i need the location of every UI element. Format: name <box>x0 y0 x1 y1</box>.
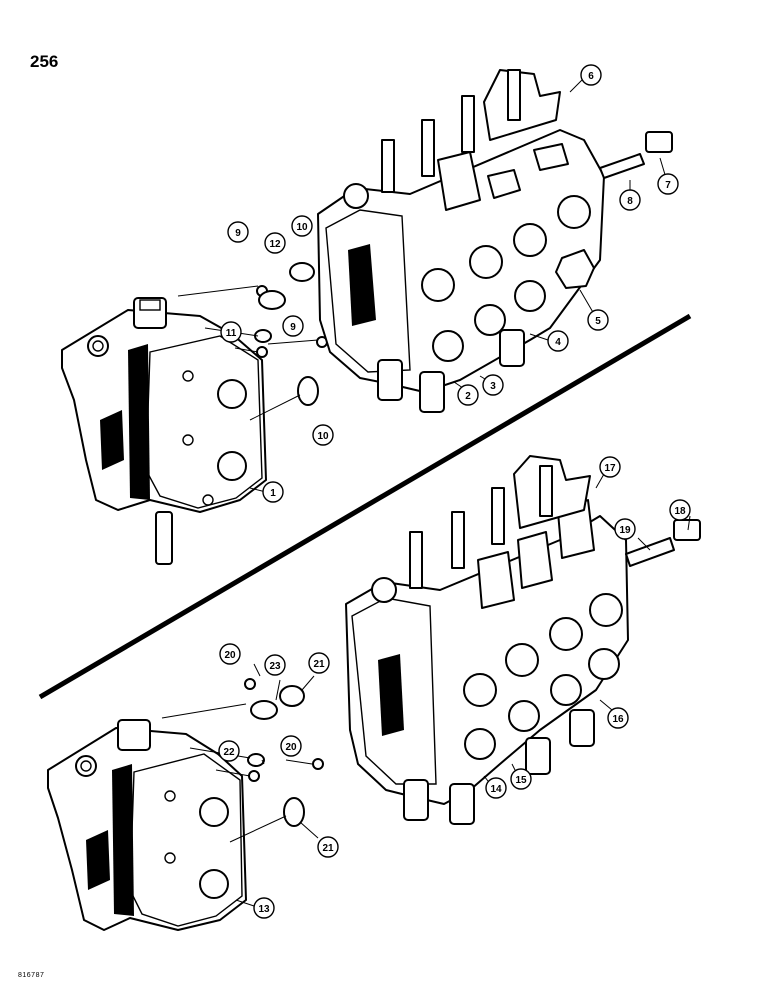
callout-9-top-label: 9 <box>235 228 241 239</box>
lower-seals <box>161 678 324 843</box>
upper-valve-body <box>317 69 673 413</box>
callout-3-label: 3 <box>490 381 496 392</box>
callout-13-label: 13 <box>258 904 270 915</box>
callout-10-bottom-label: 10 <box>317 431 329 442</box>
callout-10-top: 10 <box>291 215 313 237</box>
callout-1: 1 <box>262 481 284 503</box>
callout-20-mid: 20 <box>280 735 302 757</box>
callout-6-label: 6 <box>588 71 594 82</box>
callout-8-label: 8 <box>627 196 633 207</box>
callout-19: 19 <box>614 518 636 540</box>
callout-9-mid-label: 9 <box>290 322 296 333</box>
callout-22: 22 <box>218 740 240 762</box>
callout-19-label: 19 <box>619 525 631 536</box>
callout-10-bottom: 10 <box>312 424 334 446</box>
lower-valve-assembly <box>47 455 701 931</box>
callout-8: 8 <box>619 189 641 211</box>
callout-21-bottom-label: 21 <box>322 843 334 854</box>
callout-23: 23 <box>264 654 286 676</box>
callout-6: 6 <box>580 64 602 86</box>
callout-5: 5 <box>587 309 609 331</box>
callout-5-label: 5 <box>595 316 601 327</box>
callout-23-label: 23 <box>269 661 281 672</box>
callout-7-label: 7 <box>665 180 671 191</box>
callout-20-mid-label: 20 <box>285 742 297 753</box>
callout-20-top: 20 <box>219 643 241 665</box>
callout-10-top-label: 10 <box>296 222 308 233</box>
callout-14-label: 14 <box>490 784 502 795</box>
callout-17-label: 17 <box>604 463 616 474</box>
lower-valve-body <box>345 455 701 825</box>
callout-12-label: 12 <box>269 239 281 250</box>
callout-2-label: 2 <box>465 391 471 402</box>
callout-14: 14 <box>485 777 507 799</box>
callout-12: 12 <box>264 232 286 254</box>
callout-18: 18 <box>669 499 691 521</box>
callout-11: 11 <box>220 321 242 343</box>
callout-21-bottom: 21 <box>317 836 339 858</box>
callouts: 1 2 3 4 5 6 7 8 9 9 10 10 11 12 13 14 15… <box>218 64 691 919</box>
callout-2: 2 <box>457 384 479 406</box>
lower-end-cap <box>47 719 247 931</box>
callout-3: 3 <box>482 374 504 396</box>
section-divider <box>38 313 692 700</box>
callout-15-label: 15 <box>515 775 527 786</box>
upper-seals <box>177 262 328 421</box>
callout-13: 13 <box>253 897 275 919</box>
callout-4-label: 4 <box>555 337 561 348</box>
callout-17: 17 <box>599 456 621 478</box>
callout-16-label: 16 <box>612 714 624 725</box>
callout-1-label: 1 <box>270 488 276 499</box>
callout-7: 7 <box>657 173 679 195</box>
callout-11-label: 11 <box>226 328 237 339</box>
upper-end-cap <box>61 297 267 565</box>
callout-9-mid: 9 <box>282 315 304 337</box>
callout-16: 16 <box>607 707 629 729</box>
callout-22-label: 22 <box>223 747 235 758</box>
callout-18-label: 18 <box>674 506 686 517</box>
callout-15: 15 <box>510 768 532 790</box>
callout-9-top: 9 <box>227 221 249 243</box>
callout-4: 4 <box>547 330 569 352</box>
callout-21-top-label: 21 <box>313 659 325 670</box>
callout-20-top-label: 20 <box>224 650 236 661</box>
figure-id: 816787 <box>18 972 45 979</box>
callout-21-top: 21 <box>308 652 330 674</box>
page-number: 256 <box>30 52 59 71</box>
